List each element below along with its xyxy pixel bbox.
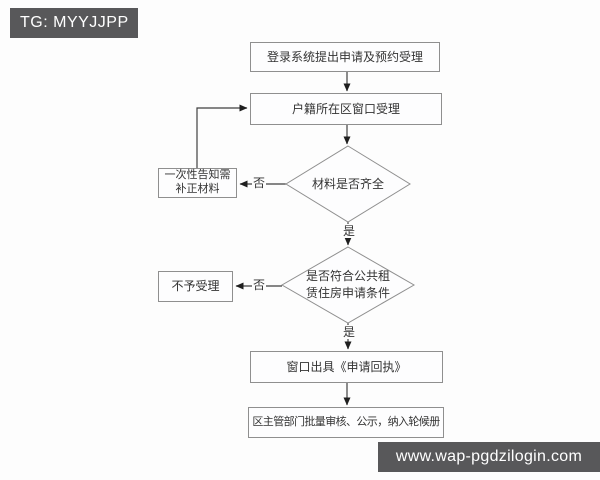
node-district-window: 户籍所在区窗口受理 [250, 93, 442, 125]
edge-label-materials-no: 否 [252, 176, 267, 190]
materials-check-label: 材料是否齐全 [311, 176, 384, 191]
node-reject: 不予受理 [158, 271, 233, 302]
edge-label-eligibility-no: 否 [252, 278, 267, 292]
node-final-review: 区主管部门批量审核、公示，纳入轮候册 [248, 407, 444, 438]
header-tag-badge: TG: MYYJJPP [10, 8, 138, 38]
arrow-notify-feedback-to-window [196, 104, 248, 168]
eligibility-check-label: 是否符合公共租赁住房申请条件 [282, 247, 414, 323]
edge-label-materials-yes: 是 [342, 224, 357, 238]
edge-label-eligibility-yes: 是 [342, 325, 357, 339]
node-issue-receipt: 窗口出具《申请回执》 [250, 351, 443, 383]
footer-watermark: www.wap-pgdzilogin.com [378, 442, 600, 472]
eligibility-check-label-text: 是否符合公共租赁住房申请条件 [305, 269, 390, 300]
node-login-system: 登录系统提出申请及预约受理 [250, 42, 440, 72]
node-notify-correction: 一次性告知需补正材料 [158, 168, 237, 198]
